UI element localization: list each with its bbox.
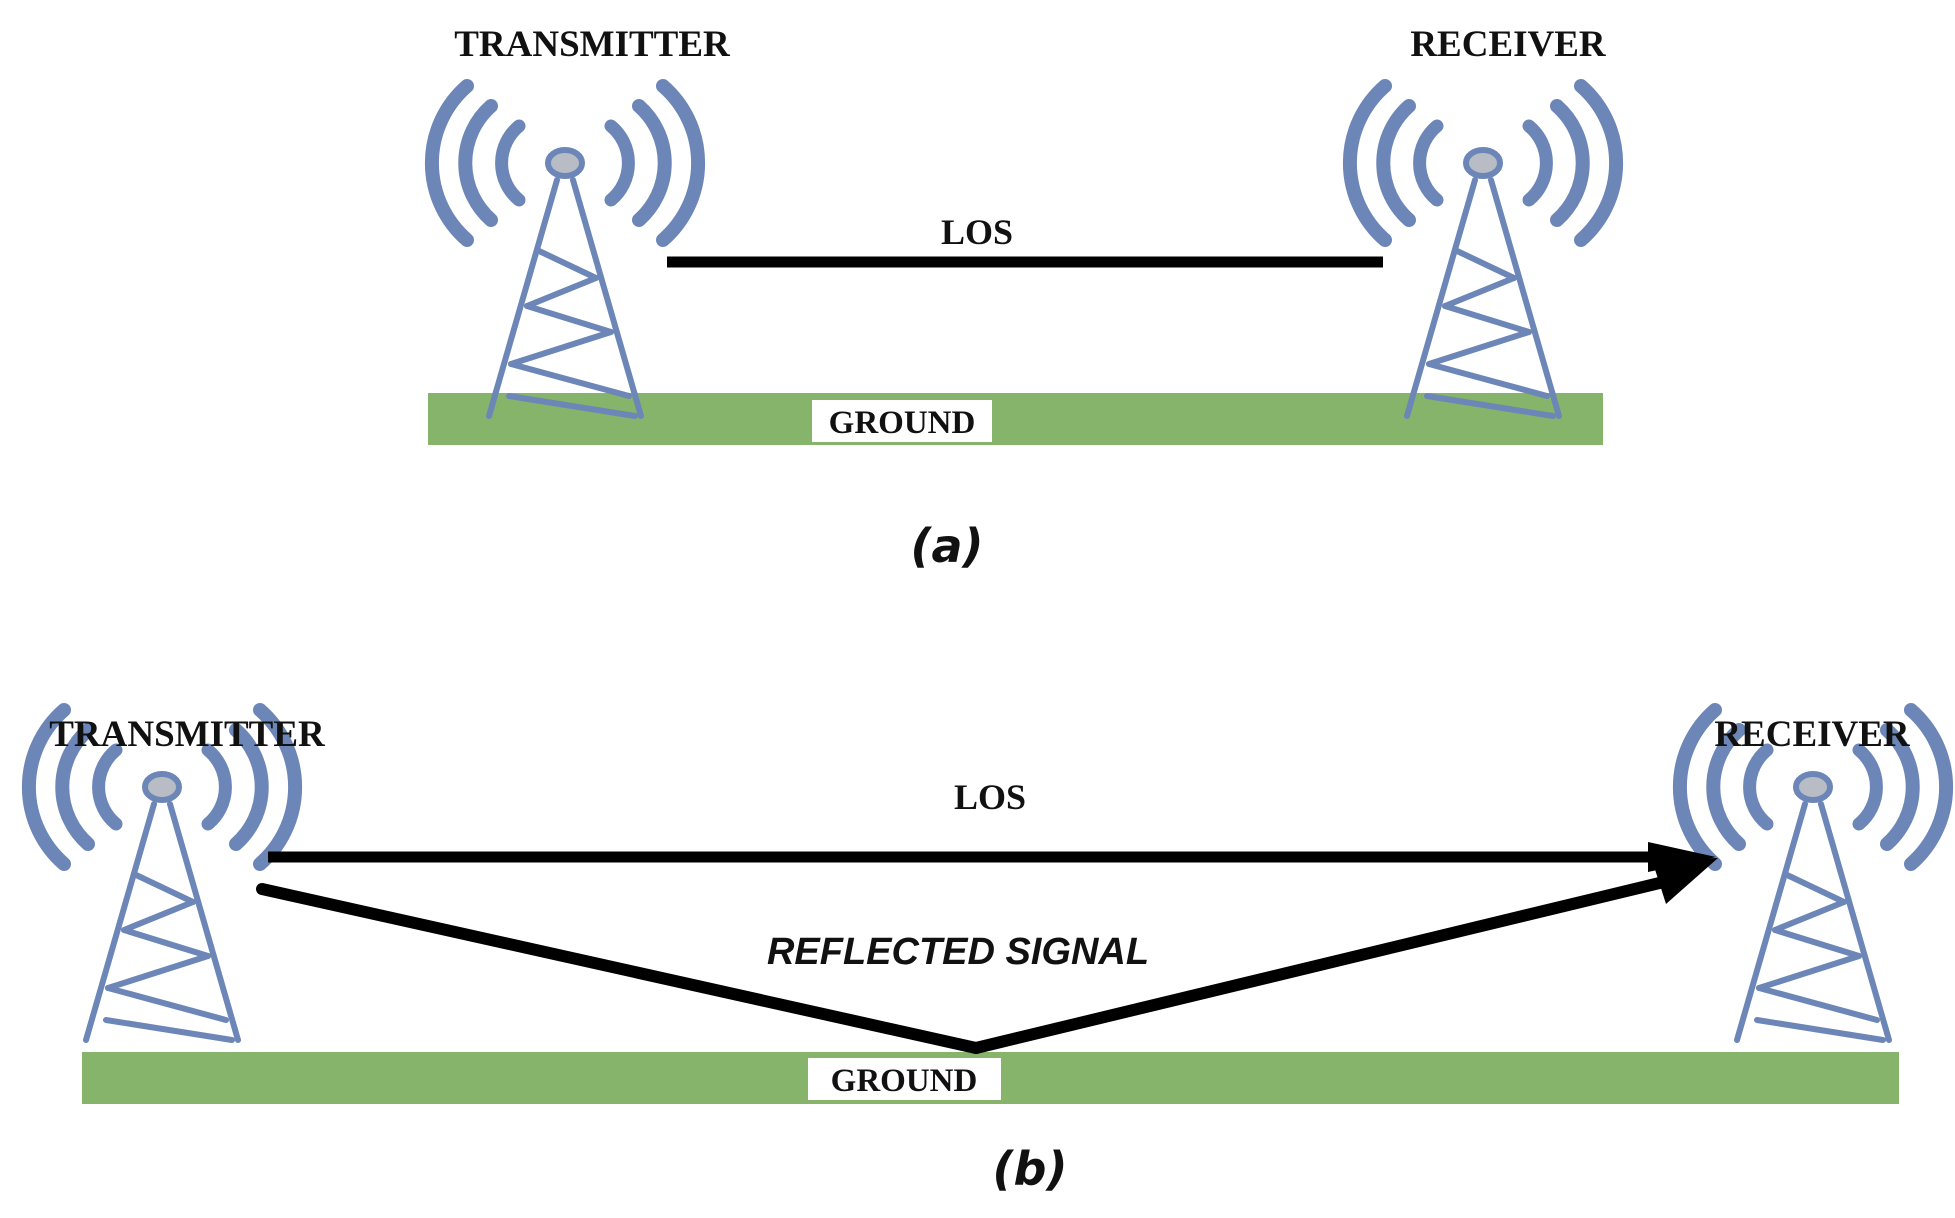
ground-bar-a	[428, 393, 1603, 445]
panel-b: GROUND TRANSMITTER RECEIVER LOS REFLECTE…	[29, 710, 1946, 1196]
transmitter-label-b: TRANSMITTER	[49, 714, 326, 755]
caption-b: (b)	[993, 1142, 1068, 1196]
receiver-label-a: RECEIVER	[1410, 24, 1607, 65]
receiver-tower-icon-a	[1350, 86, 1616, 416]
receiver-label-b: RECEIVER	[1714, 714, 1911, 755]
transmitter-label-a: TRANSMITTER	[454, 24, 731, 65]
caption-a: (a)	[910, 519, 983, 573]
receiver-tower-icon-b	[1680, 710, 1946, 1040]
transmitter-tower-icon-a	[432, 86, 698, 416]
los-label-b: LOS	[954, 777, 1026, 817]
ground-label-b: GROUND	[831, 1063, 978, 1099]
ground-label-bg-a	[812, 400, 992, 442]
reflected-signal-label: REFLECTED SIGNAL	[767, 931, 1149, 973]
ground-label-bg-b	[808, 1058, 1001, 1100]
ground-label-a: GROUND	[829, 405, 976, 441]
reflected-incident-line	[256, 883, 982, 1054]
reflected-outgoing-line	[970, 874, 1678, 1054]
reflected-arrowhead-icon	[1652, 858, 1718, 904]
los-label-a: LOS	[941, 212, 1013, 252]
panel-a: GROUND TRANSMITTER RECEIVER LOS (a)	[428, 24, 1616, 573]
transmitter-tower-icon-b	[29, 710, 295, 1040]
